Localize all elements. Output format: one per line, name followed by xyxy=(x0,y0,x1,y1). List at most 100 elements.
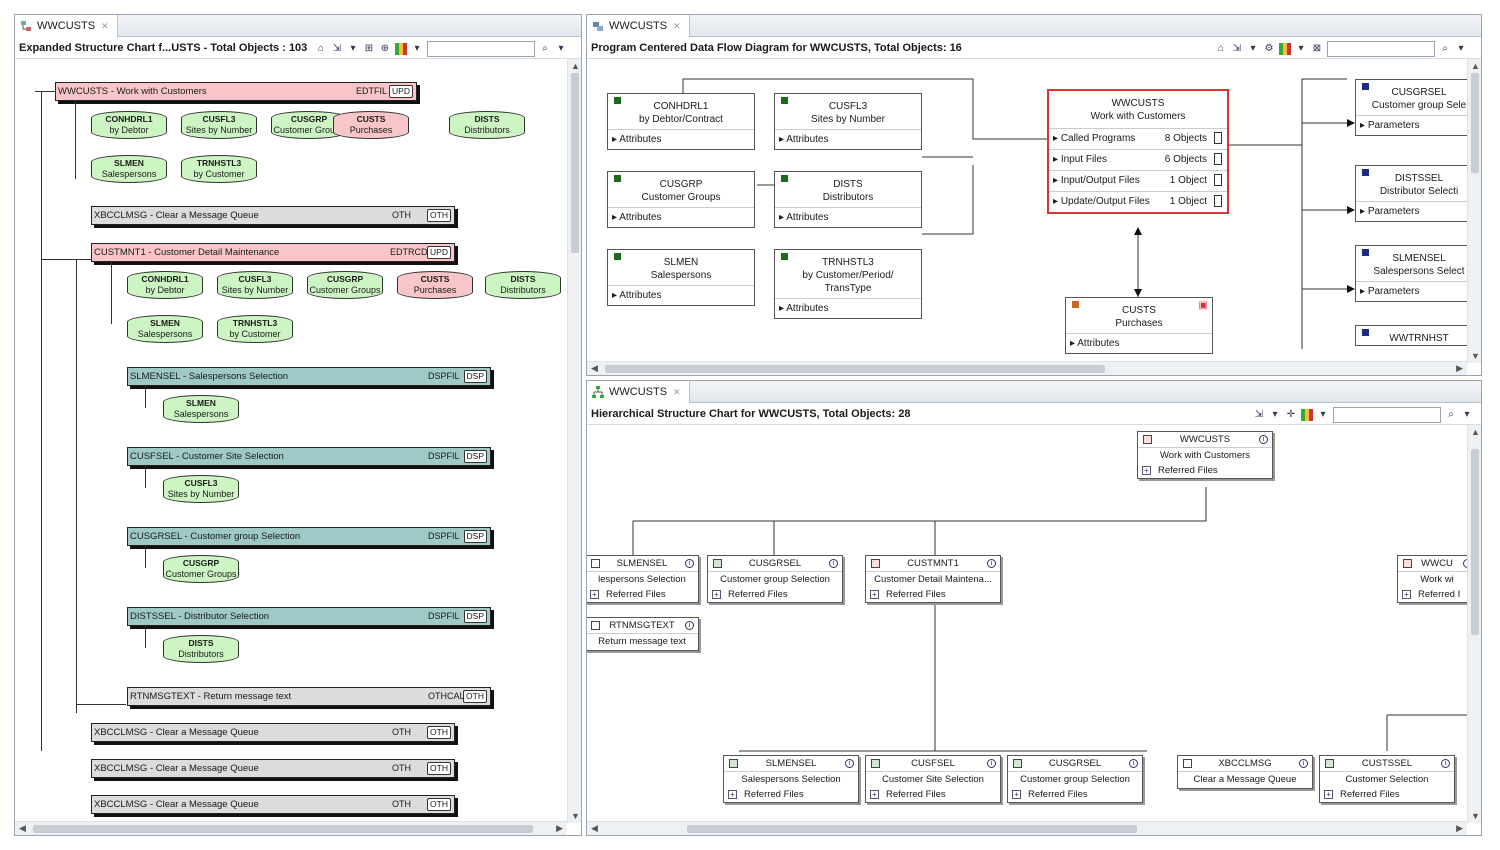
info-icon[interactable]: i xyxy=(1129,759,1138,768)
attributes-row[interactable]: ▸ Attributes xyxy=(775,298,921,318)
tab-wwcusts-hierarchy[interactable]: WWCUSTS✕ xyxy=(587,381,690,403)
parameters-row[interactable]: ▸ Parameters xyxy=(1356,281,1481,301)
list-icon[interactable] xyxy=(1214,195,1222,207)
dropdown-icon[interactable]: ▾ xyxy=(414,42,420,54)
dropdown-icon[interactable]: ▾ xyxy=(350,42,356,54)
custmnt1-bar[interactable]: CUSTMNT1 - Customer Detail Maintenance E… xyxy=(91,243,455,262)
xbcclmsg-bar[interactable]: XBCCLMSG - Clear a Message Queue OTH OTH xyxy=(91,206,455,225)
dropdown-icon[interactable]: ▾ xyxy=(1298,42,1304,54)
called-program-node[interactable]: WWTRNHST xyxy=(1355,325,1481,346)
list-icon[interactable] xyxy=(1214,153,1222,165)
parameters-row[interactable]: ▸ Parameters xyxy=(1356,115,1481,135)
list-icon[interactable] xyxy=(1214,174,1222,186)
referred-files-row[interactable]: +Referred Files xyxy=(1138,464,1272,478)
referred-files-row[interactable]: +Referred Files xyxy=(1008,788,1142,802)
dropdown-icon[interactable]: ▾ xyxy=(1458,42,1464,54)
home-icon[interactable]: ⌂ xyxy=(1217,42,1225,54)
attributes-row[interactable]: ▸ Attributes xyxy=(775,129,921,149)
dropdown-icon[interactable]: ▾ xyxy=(1464,408,1470,420)
dropdown-icon[interactable]: ▾ xyxy=(1250,42,1256,54)
hier-node[interactable]: WWCUiWork wi+Referred I xyxy=(1397,555,1477,603)
parameters-row[interactable]: ▸ Parameters xyxy=(1356,201,1481,221)
attributes-row[interactable]: ▸ Attributes xyxy=(608,129,754,149)
dropdown-icon[interactable]: ▾ xyxy=(558,42,564,54)
expand-icon[interactable]: + xyxy=(1142,466,1151,475)
zoom-icon[interactable]: ⊠ xyxy=(1312,42,1322,54)
vertical-scrollbar[interactable]: ▲ ▼ xyxy=(1467,425,1481,823)
tab-wwcusts-structure[interactable]: WWCUSTS✕ xyxy=(15,15,118,37)
dropdown-icon[interactable]: ▾ xyxy=(1272,408,1278,420)
attributes-row[interactable]: ▸ Attributes xyxy=(775,207,921,227)
referred-files-row[interactable]: +Referred Files xyxy=(708,588,842,602)
search-input[interactable] xyxy=(427,40,535,57)
root-program-bar[interactable]: WWCUSTS - Work with Customers EDTFIL UPD xyxy=(55,82,417,101)
binoculars-icon[interactable]: ⌕ xyxy=(542,42,548,54)
horizontal-scrollbar[interactable]: ◀ ▶ xyxy=(15,821,567,835)
info-icon[interactable]: i xyxy=(1259,435,1268,444)
binoculars-icon[interactable]: ⌕ xyxy=(1442,42,1448,54)
search-input[interactable] xyxy=(1333,406,1441,423)
export-icon[interactable]: ⇲ xyxy=(332,42,342,54)
close-icon[interactable]: ✕ xyxy=(673,387,681,397)
layout-icon[interactable]: ⊞ xyxy=(364,42,374,54)
expand-icon[interactable]: + xyxy=(1324,790,1333,799)
rtnmsgtext-bar[interactable]: RTNMSGTEXT - Return message text OTHCAL … xyxy=(127,687,491,706)
expand-icon[interactable]: + xyxy=(870,790,879,799)
referred-files-row[interactable]: +Referred Files xyxy=(866,788,1000,802)
home-icon[interactable]: ⌂ xyxy=(317,42,325,54)
close-icon[interactable]: ✕ xyxy=(673,21,681,31)
referred-files-row[interactable]: +Referred Files xyxy=(1320,788,1454,802)
referred-files-row[interactable]: +Referred Files xyxy=(724,788,858,802)
referred-files-row[interactable]: +Referred I xyxy=(1398,588,1476,602)
info-icon[interactable]: i xyxy=(987,559,996,568)
horizontal-scrollbar[interactable]: ◀ ▶ xyxy=(587,821,1467,835)
expand-icon[interactable]: + xyxy=(590,590,599,599)
attributes-row[interactable]: ▸ Attributes xyxy=(608,207,754,227)
info-icon[interactable]: i xyxy=(829,559,838,568)
custs-attributes[interactable]: ▸ Attributes xyxy=(1066,333,1212,353)
expand-icon[interactable]: ⊕ xyxy=(380,42,390,54)
color-legend-icon[interactable] xyxy=(1279,42,1291,55)
color-legend-icon[interactable] xyxy=(1301,408,1313,421)
expand-icon[interactable]: + xyxy=(1402,590,1411,599)
expand-icon[interactable]: + xyxy=(1012,790,1021,799)
search-input[interactable] xyxy=(1327,40,1435,57)
info-icon[interactable]: i xyxy=(685,559,694,568)
expand-icon[interactable]: + xyxy=(712,590,721,599)
close-icon[interactable]: ✕ xyxy=(101,21,109,31)
referred-files-row[interactable]: +Referred Files xyxy=(866,588,1000,602)
